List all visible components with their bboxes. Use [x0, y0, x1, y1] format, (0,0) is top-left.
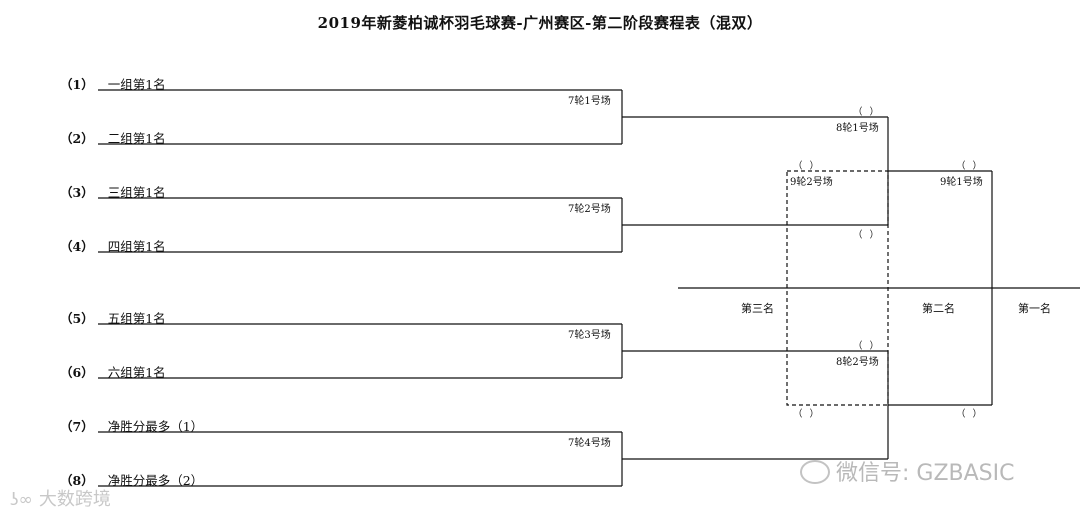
result-slot-r8-1-bottom: （ ） [853, 230, 882, 241]
match-r8-1: 8轮1号场 [836, 123, 879, 134]
seed-name: 三组第1名 [107, 185, 166, 200]
first-place-label: 第一名 [1018, 302, 1051, 315]
seed-name: 四组第1名 [107, 239, 166, 254]
match-r7-1: 7轮1号场 [568, 96, 611, 107]
seed-3: （3） 三组第1名 [60, 182, 166, 201]
seed-number: （2） [60, 131, 94, 146]
match-r8-2: 8轮2号场 [836, 357, 879, 368]
seed-7: （7） 净胜分最多（1） [60, 416, 203, 435]
seed-name: 五组第1名 [107, 311, 166, 326]
match-r7-3: 7轮3号场 [568, 330, 611, 341]
seed-number: （8） [60, 473, 94, 488]
seed-1: （1） 一组第1名 [60, 74, 166, 93]
result-slot-r9-2-top: （ ） [793, 161, 822, 172]
third-place-box [786, 170, 889, 406]
result-slot-r9-2-bottom: （ ） [793, 409, 822, 420]
result-slot-r8-1-top: （ ） [853, 107, 882, 118]
brand-text: 大数跨境 [38, 489, 111, 510]
seed-number: （7） [60, 419, 94, 434]
seed-name: 净胜分最多（2） [107, 473, 204, 488]
wechat-watermark: 微信号: GZBASIC [800, 455, 1014, 487]
seed-4: （4） 四组第1名 [60, 236, 166, 255]
match-r9-2: 9轮2号场 [790, 177, 833, 188]
seed-name: 二组第1名 [107, 131, 166, 146]
wechat-id-text: 微信号: GZBASIC [836, 461, 1015, 486]
result-slot-r9-1-bottom: （ ） [956, 409, 985, 420]
seed-number: （5） [60, 311, 94, 326]
seed-8: （8） 净胜分最多（2） [60, 470, 203, 489]
result-slot-r8-2-top: （ ） [853, 341, 882, 352]
seed-number: （4） [60, 239, 94, 254]
second-place-label: 第二名 [922, 302, 955, 315]
brand-logo-icon: ʖ∞ [10, 490, 33, 510]
wechat-icon [800, 460, 830, 484]
seed-number: （3） [60, 185, 94, 200]
match-r7-4: 7轮4号场 [568, 438, 611, 449]
match-r7-2: 7轮2号场 [568, 204, 611, 215]
brand-watermark: ʖ∞大数跨境 [10, 485, 111, 511]
seed-5: （5） 五组第1名 [60, 308, 166, 327]
match-r9-1: 9轮1号场 [940, 177, 983, 188]
result-slot-r9-1-top: （ ） [956, 161, 985, 172]
seed-name: 净胜分最多（1） [107, 419, 204, 434]
seed-6: （6） 六组第1名 [60, 362, 166, 381]
seed-number: （1） [60, 77, 94, 92]
seed-name: 六组第1名 [107, 365, 166, 380]
third-place-label: 第三名 [741, 302, 774, 315]
page-title: 2019年新菱柏诚杯羽毛球赛-广州赛区-第二阶段赛程表（混双） [317, 14, 763, 32]
seed-name: 一组第1名 [107, 77, 166, 92]
seed-2: （2） 二组第1名 [60, 128, 166, 147]
seed-number: （6） [60, 365, 94, 380]
